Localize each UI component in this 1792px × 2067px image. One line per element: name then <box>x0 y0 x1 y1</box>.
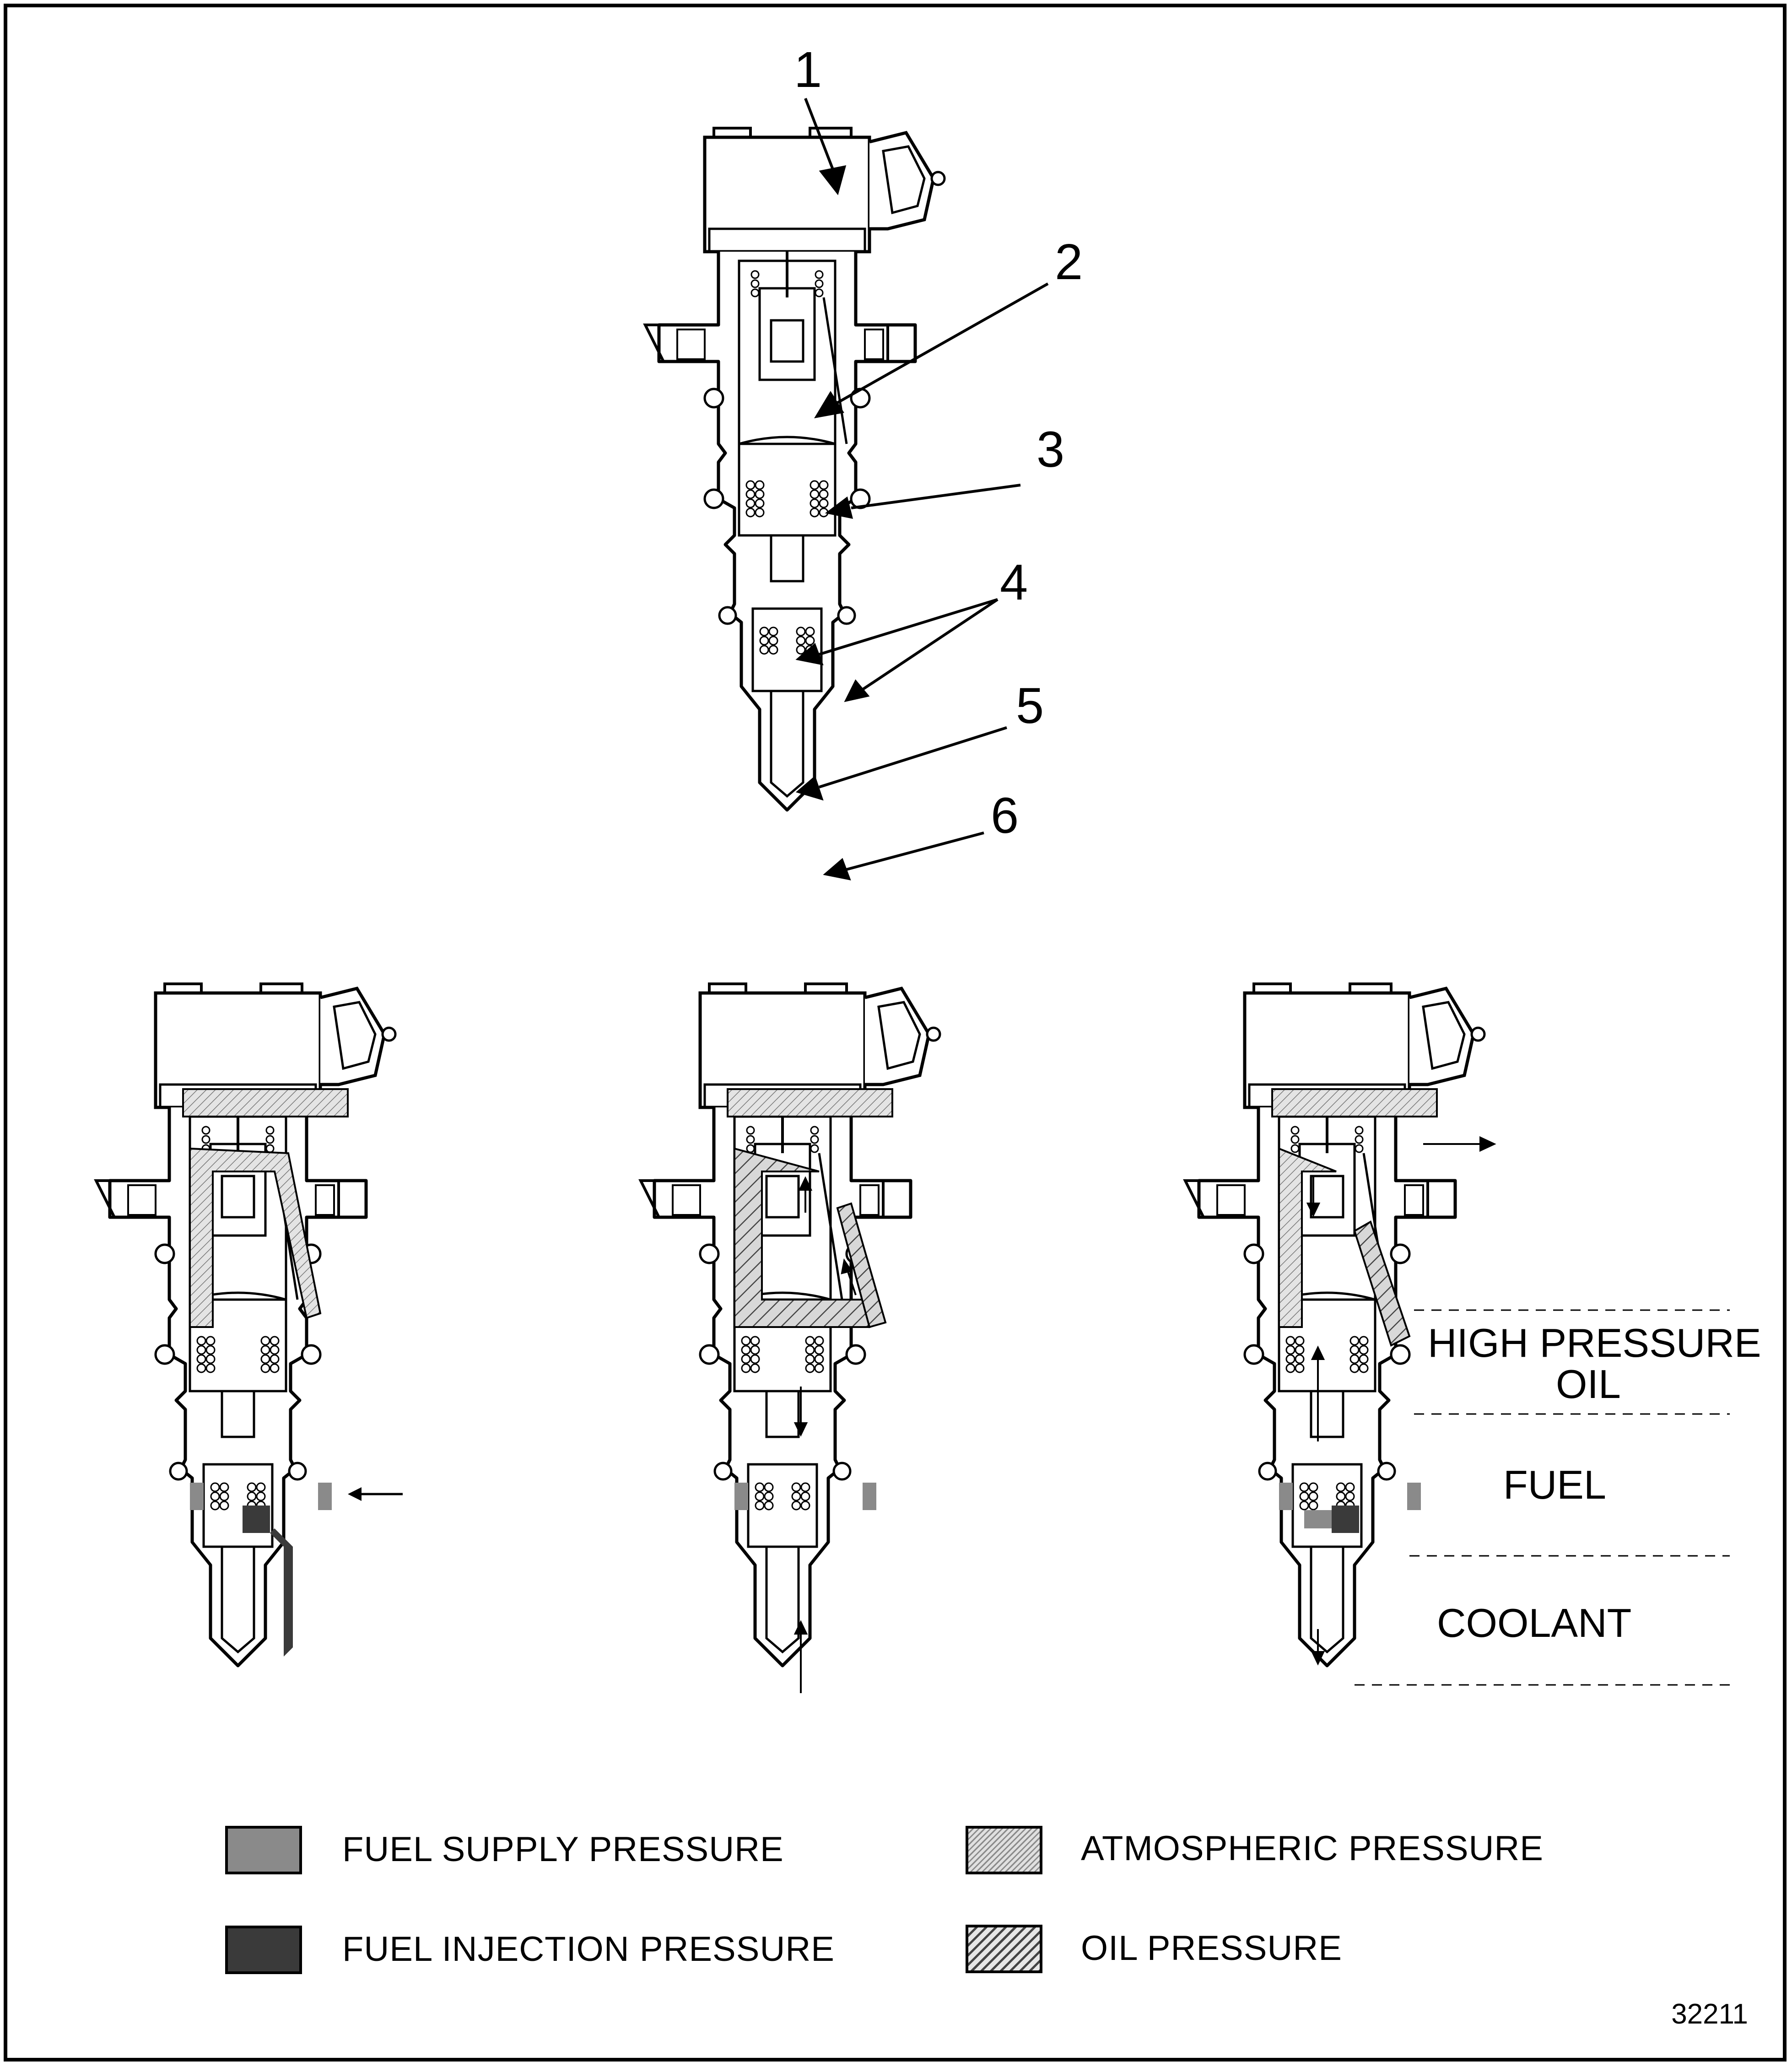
figure-number: 32211 <box>1671 1998 1748 2030</box>
zone-fuel: FUEL <box>1503 1462 1606 1507</box>
callout-2: 2 <box>1055 234 1083 290</box>
zone-high-pressure-oil-1: HIGH PRESSURE <box>1428 1320 1761 1365</box>
callout-3: 3 <box>1036 421 1064 478</box>
zone-high-pressure-oil-2: OIL <box>1556 1361 1621 1407</box>
zone-coolant: COOLANT <box>1437 1600 1631 1646</box>
callout-4: 4 <box>1000 554 1028 610</box>
legend-label-atmospheric: ATMOSPHERIC PRESSURE <box>1081 1829 1544 1868</box>
legend-swatch-oil <box>966 1925 1042 1973</box>
callout-arrows <box>795 97 1049 881</box>
callout-5: 5 <box>1016 678 1044 734</box>
injector-stage-1 <box>96 984 403 1666</box>
legend-label-fuel-supply: FUEL SUPPLY PRESSURE <box>342 1830 784 1869</box>
injector-stage-2 <box>641 984 940 1693</box>
figure-frame <box>4 4 1787 2062</box>
legend-label-oil: OIL PRESSURE <box>1081 1929 1342 1968</box>
legend-swatch-fuel-supply <box>225 1826 302 1874</box>
legend-label-fuel-injection: FUEL INJECTION PRESSURE <box>342 1930 835 1969</box>
injector-stage-3 <box>1185 984 1730 1686</box>
callout-1: 1 <box>794 42 822 98</box>
callout-6: 6 <box>991 788 1019 844</box>
injector-main <box>645 128 945 810</box>
legend-swatch-atmospheric <box>966 1826 1042 1874</box>
legend-swatch-fuel-injection <box>225 1926 302 1974</box>
